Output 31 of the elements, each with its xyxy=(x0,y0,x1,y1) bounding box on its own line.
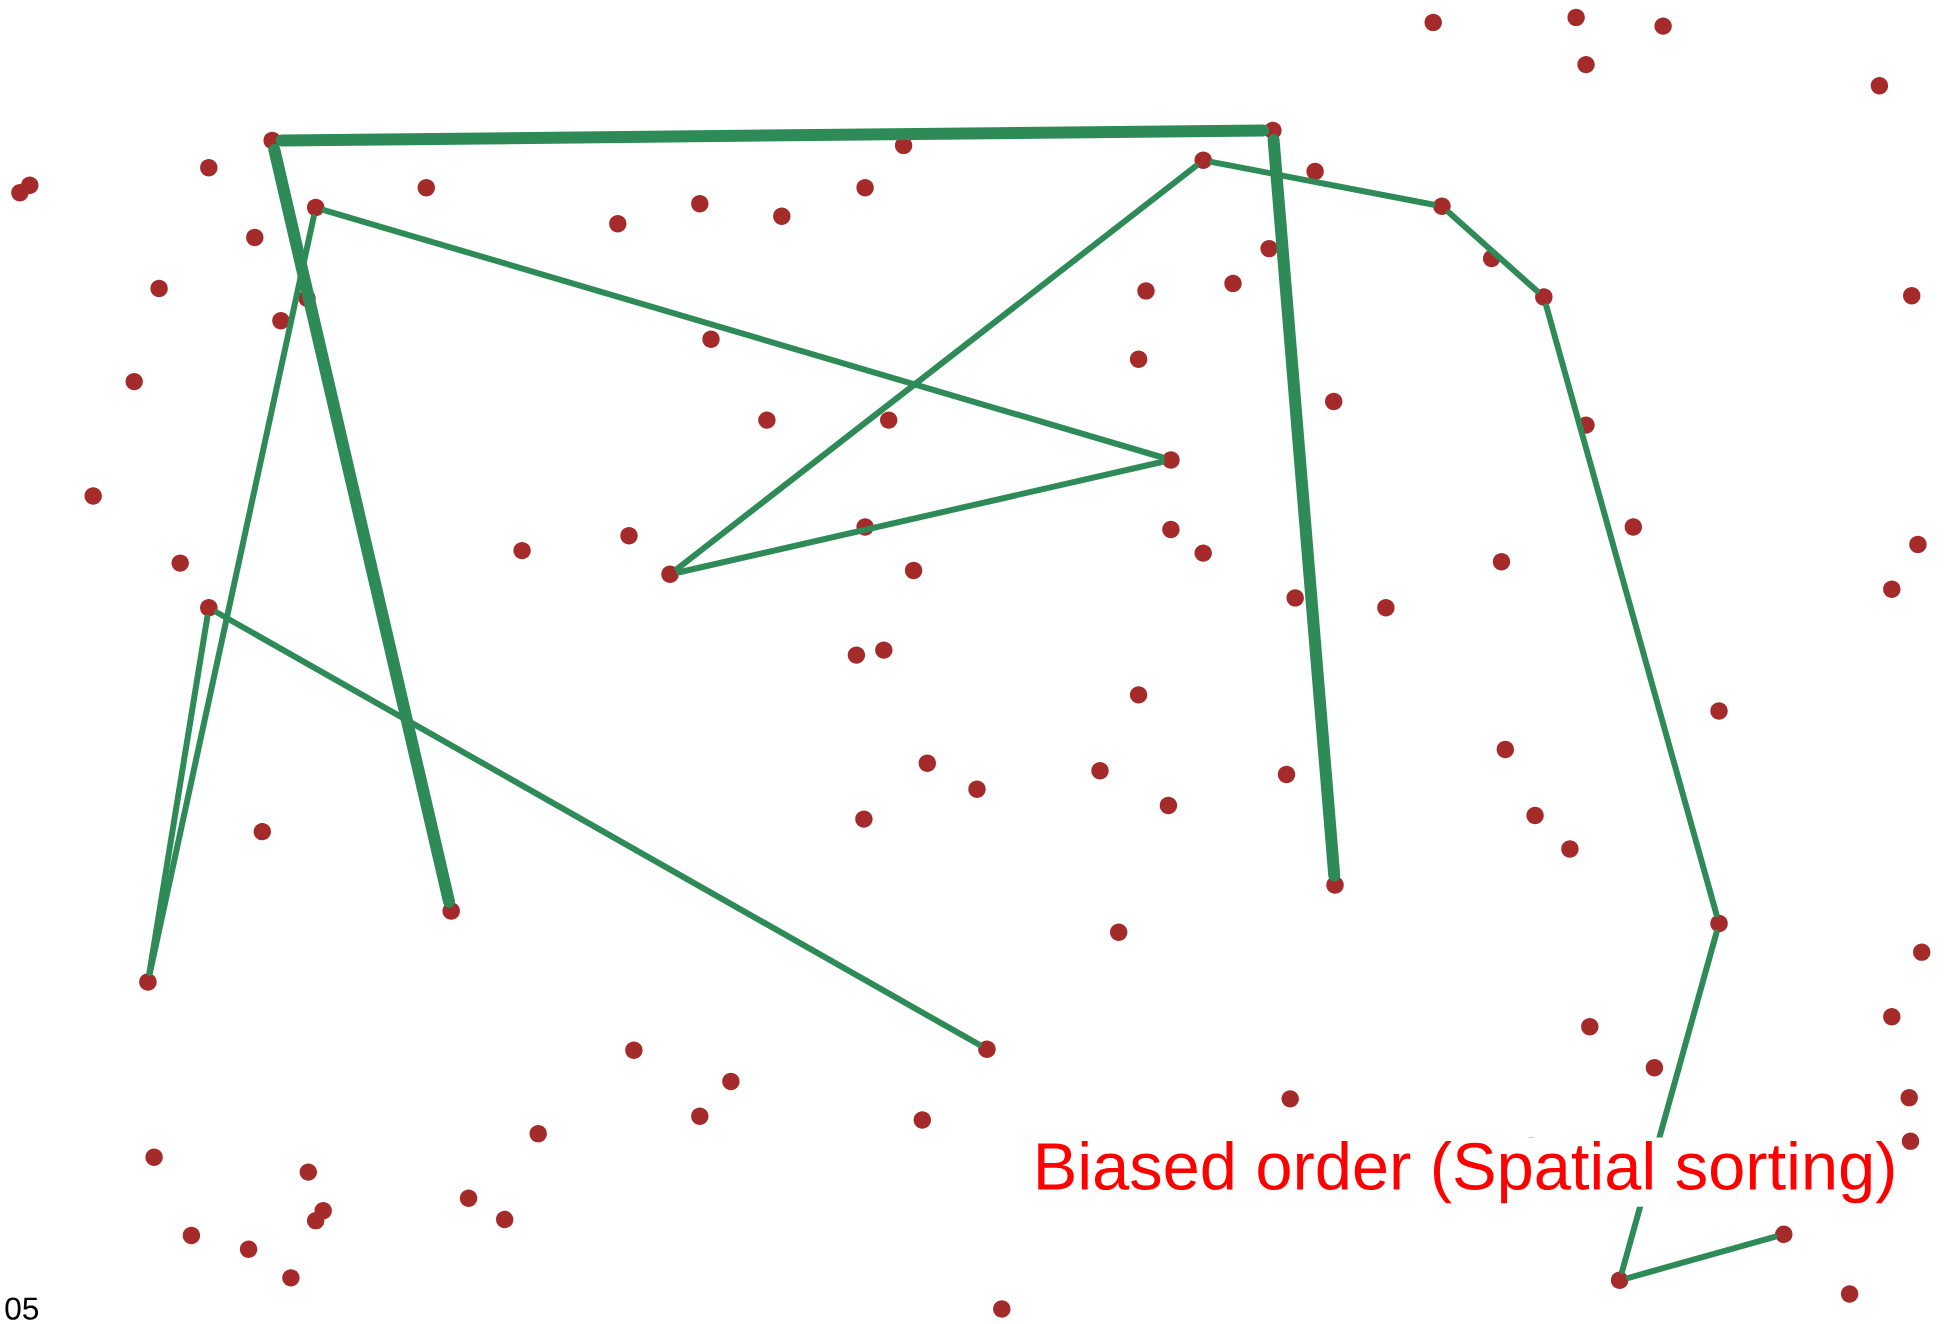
dot xyxy=(306,198,325,217)
dot xyxy=(442,902,460,920)
dot xyxy=(1433,197,1451,216)
line-segment xyxy=(1625,1233,1778,1281)
dot xyxy=(139,973,157,991)
dot xyxy=(978,1040,996,1058)
line-segment xyxy=(1543,303,1720,918)
line-segment xyxy=(146,213,317,976)
line-segment xyxy=(1267,133,1341,882)
line-segment xyxy=(674,163,1199,572)
dot xyxy=(1264,121,1282,140)
dot xyxy=(1326,876,1344,894)
dot xyxy=(1194,151,1212,170)
dot xyxy=(200,599,218,617)
line-segment xyxy=(268,143,456,908)
line-segment xyxy=(1209,159,1436,208)
dot xyxy=(263,131,281,150)
line-segment xyxy=(146,614,211,976)
dot xyxy=(1710,914,1728,933)
line-segment xyxy=(1446,209,1540,294)
line-segment xyxy=(321,207,1165,461)
dot xyxy=(1610,1271,1629,1290)
dot xyxy=(1535,288,1553,306)
line-segment xyxy=(275,124,1270,147)
line-segment xyxy=(676,459,1165,576)
dot xyxy=(661,565,679,584)
dot xyxy=(1775,1225,1793,1244)
axis-tick-label: 05 xyxy=(5,1297,39,1320)
dot xyxy=(1162,451,1180,469)
line-segment xyxy=(214,609,982,1048)
plot-label: Biased order (Spatial sorting) xyxy=(1029,1137,1902,1207)
